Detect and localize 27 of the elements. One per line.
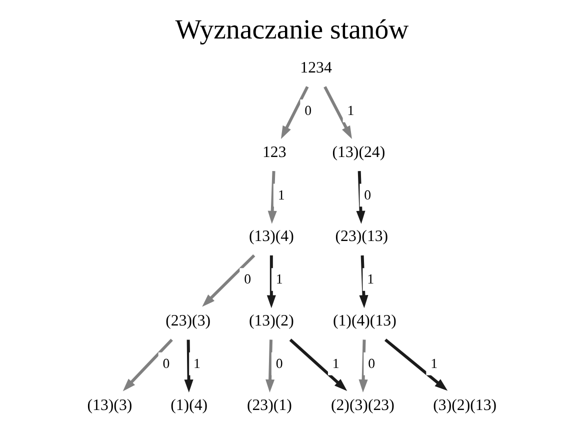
edge-label: 0 xyxy=(368,356,376,372)
diagram-title: Wyznaczanie stanów xyxy=(175,14,409,46)
edge-label: 1 xyxy=(430,356,438,372)
node-text: 123 xyxy=(262,144,286,161)
edge-label: 0 xyxy=(304,104,312,120)
edge-label: 0 xyxy=(276,356,283,372)
edge-label: 1 xyxy=(278,188,285,204)
node-text: (1)(4) xyxy=(170,396,208,414)
edge-label: 1 xyxy=(347,104,354,120)
node-text: (2)(3)(23) xyxy=(330,396,394,414)
node-text: (23)(1) xyxy=(246,396,292,414)
node-text: (1)(4)(13) xyxy=(332,312,396,330)
edge-label: 1 xyxy=(367,272,374,288)
node-text: (23)(13) xyxy=(335,228,388,246)
edge-label: 1 xyxy=(194,356,200,372)
edge-label: 0 xyxy=(244,272,252,288)
node-text: 1234 xyxy=(300,59,332,76)
edge-label: 0 xyxy=(364,188,372,204)
edge-label: 1 xyxy=(332,356,340,372)
node-text: (23)(3) xyxy=(166,312,211,330)
edge-label: 0 xyxy=(162,356,170,372)
edge-label: 1 xyxy=(276,272,283,288)
node-text: (13)(3) xyxy=(87,396,132,414)
node-text: (13)(4) xyxy=(248,228,294,246)
node-text: (13)(2) xyxy=(248,312,294,330)
node-text: (13)(24) xyxy=(332,144,386,161)
node-text: (3)(2)(13) xyxy=(433,396,497,414)
